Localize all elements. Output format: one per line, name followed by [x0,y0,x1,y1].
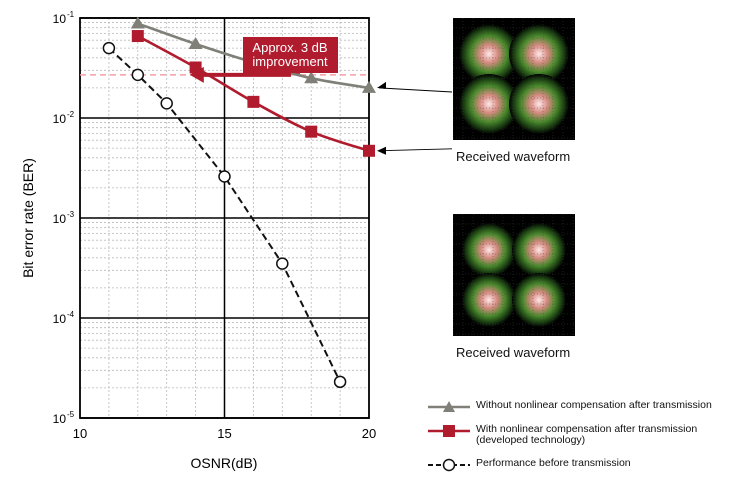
waveform-caption-2: Received waveform [456,345,571,360]
triangle-marker [362,80,376,93]
constellation-cluster [459,74,519,134]
legend-label-sub: (developed technology) [476,434,586,446]
square-marker [363,144,375,157]
constellation-cluster [512,273,566,327]
legend-label: Performance before transmission [476,457,631,469]
constellation-icon [453,214,575,336]
circle-marker [218,170,231,183]
triangle-marker [304,71,319,84]
y-tick-exponent: -2 [67,110,75,119]
constellation-cluster [462,223,516,277]
legend-item-without-compensation: Without nonlinear compensation after tra… [428,400,712,414]
received-waveform-image-1 [453,18,575,140]
triangle-marker [188,36,203,49]
y-tick-label: 10 [53,412,67,426]
annotation-text: Approx. 3 dB [252,40,327,55]
connector-line [378,148,453,152]
constellation-cluster [462,273,516,327]
y-tick-label: 10 [53,212,67,226]
circle-marker [160,97,173,110]
square-marker [305,125,318,138]
waveform-caption-1: Received waveform [456,149,571,164]
circle-marker [333,375,347,389]
annotation-pointer [286,69,301,74]
annotation-box [243,37,338,73]
circle-marker [276,257,289,270]
series-line [108,47,341,383]
legend-item-before-transmission: Performance before transmission [428,458,631,472]
circle-marker [131,68,145,82]
constellation-cluster [509,24,569,84]
arrow-head-icon [189,66,204,83]
x-tick-label: 15 [217,426,231,441]
triangle-marker-icon [428,401,470,412]
y-tick-label: 10 [53,312,67,326]
legend-label: Without nonlinear compensation after tra… [476,399,712,411]
connector-line [378,87,453,93]
x-tick-label: 20 [362,426,376,441]
circle-marker-icon [428,458,470,472]
triangle-marker [130,16,145,29]
y-tick-label: 10 [53,12,67,26]
square-marker-icon [428,425,470,437]
constellation-icon [453,18,575,140]
circle-marker [102,41,116,55]
y-tick-exponent: -4 [67,310,75,319]
constellation-cluster [509,74,569,134]
annotation-text: improvement [252,54,328,69]
arrow-head-icon [377,81,386,89]
arrow-head-icon [377,146,386,155]
constellation-cluster [459,24,519,84]
square-marker [131,30,144,43]
received-waveform-image-2 [453,214,575,336]
x-tick-label: 10 [73,426,87,441]
y-tick-label: 10 [53,112,67,126]
plot-frame [79,17,370,419]
x-axis-label: OSNR(dB) [191,455,258,471]
y-tick-exponent: -3 [67,210,75,219]
legend-label: With nonlinear compensation after transm… [476,423,698,435]
y-tick-exponent: -1 [67,10,75,19]
legend-item-with-compensation: With nonlinear compensation after transm… [428,424,697,446]
square-marker [247,95,260,108]
y-axis-label: Bit error rate (BER) [20,158,36,278]
y-tick-exponent: -5 [67,410,75,419]
constellation-cluster [512,223,566,277]
waveform-connectors [377,81,453,155]
